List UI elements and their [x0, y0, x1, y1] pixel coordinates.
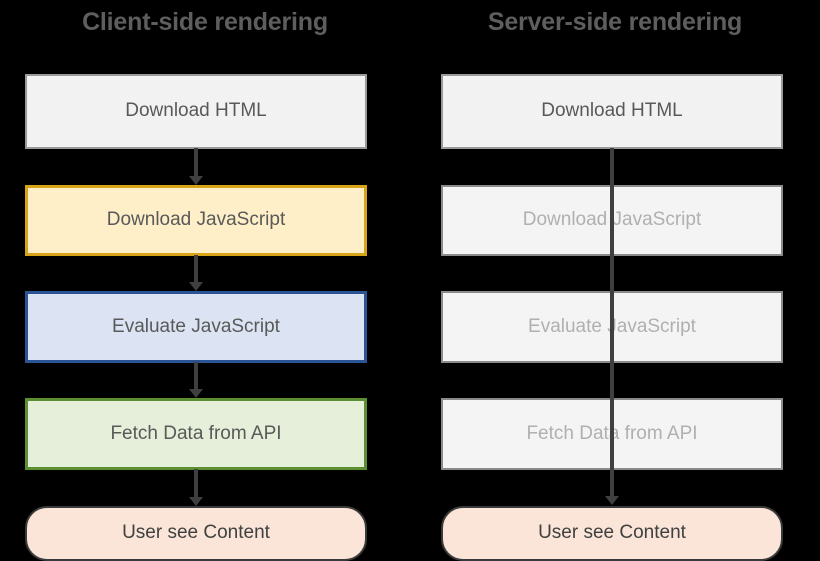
arrow-client-2: [186, 255, 206, 292]
column-title-server-side: Server-side rendering: [487, 8, 743, 36]
arrow-stem: [610, 148, 614, 498]
column-server-side: Server-side rendering Download HTML Down…: [410, 0, 820, 561]
node-label: Fetch Data from API: [110, 422, 282, 444]
node-client-evaluate-javascript: Evaluate JavaScript: [25, 291, 367, 363]
arrow-head-icon: [189, 497, 203, 506]
arrow-stem: [194, 148, 198, 178]
arrow-head-icon: [189, 176, 203, 185]
node-client-download-html: Download HTML: [25, 74, 367, 149]
node-server-download-html: Download HTML: [441, 74, 783, 149]
arrow-head-icon: [189, 389, 203, 398]
node-label: Evaluate JavaScript: [112, 315, 280, 337]
column-title-client-side: Client-side rendering: [82, 8, 328, 36]
node-label: User see Content: [538, 522, 686, 544]
node-client-fetch-data-from-api: Fetch Data from API: [25, 398, 367, 470]
arrow-server-skip: [602, 148, 622, 507]
arrow-head-icon: [605, 496, 619, 505]
node-label: Download HTML: [125, 100, 267, 122]
node-server-user-see-content: User see Content: [441, 506, 783, 561]
node-label: User see Content: [122, 522, 270, 544]
node-client-user-see-content: User see Content: [25, 506, 367, 561]
column-client-side: Client-side rendering Download HTML Down…: [25, 8, 367, 561]
arrow-client-4: [186, 469, 206, 507]
arrow-stem: [194, 469, 198, 499]
arrow-stem: [194, 255, 198, 284]
arrow-client-3: [186, 362, 206, 399]
arrow-stem: [194, 362, 198, 391]
node-client-download-javascript: Download JavaScript: [25, 185, 367, 256]
node-label: Download JavaScript: [106, 209, 286, 231]
node-label: Download HTML: [541, 100, 683, 122]
arrow-client-1: [186, 148, 206, 186]
arrow-head-icon: [189, 282, 203, 291]
